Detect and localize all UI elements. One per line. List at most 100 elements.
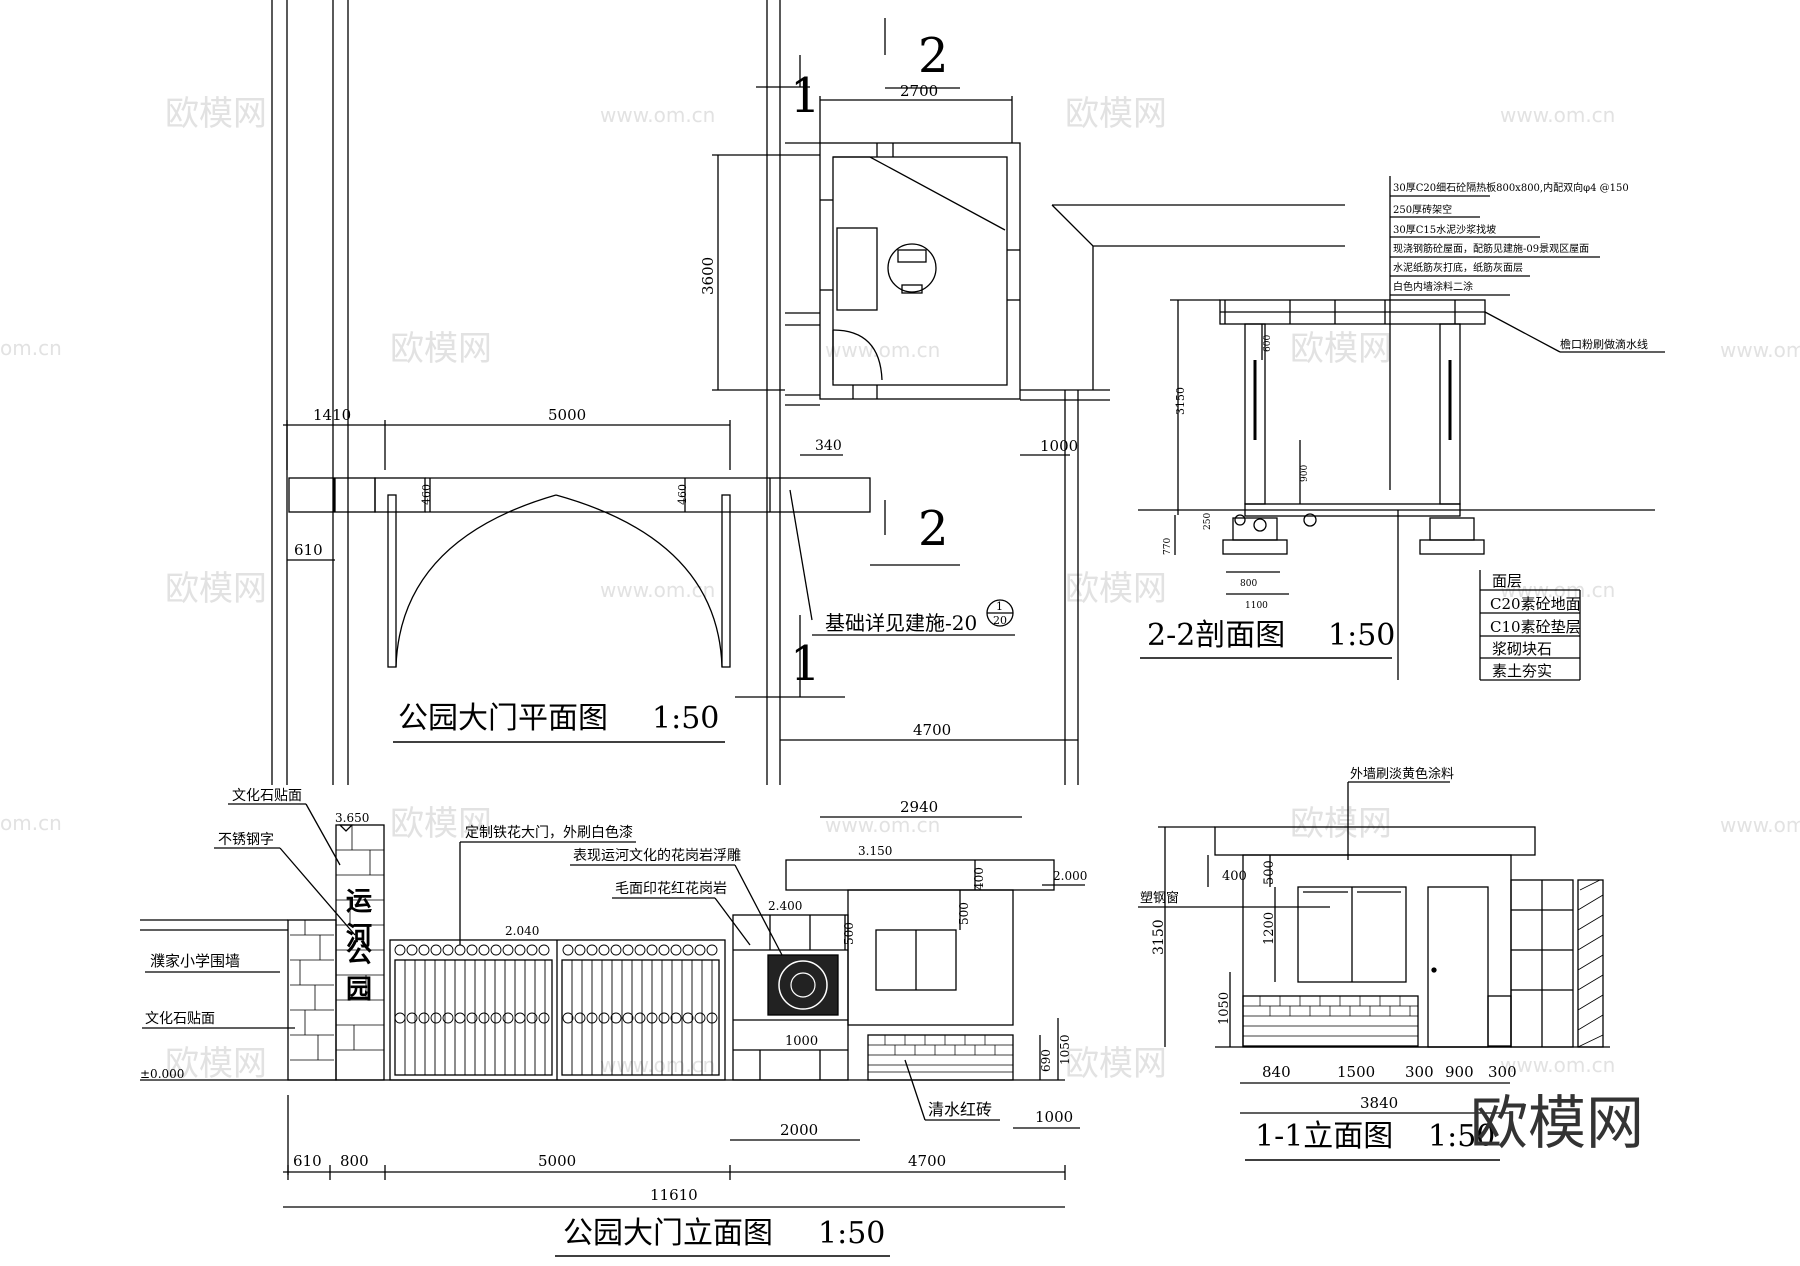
roof-layer: 白色内墙涂料二涂	[1393, 280, 1473, 293]
dim-gate-span: 5000	[548, 406, 586, 424]
watermark-url: om.cn	[0, 811, 62, 835]
detail-callout-top: 1	[996, 600, 1003, 613]
window-note: 塑钢窗	[1140, 890, 1179, 906]
elev-dim-total: 11610	[650, 1186, 698, 1204]
level-right: 2.000	[1053, 869, 1087, 883]
watermark-url: www.om.cn	[600, 578, 715, 602]
elev-dim-1000: 1000	[785, 1034, 818, 1049]
e11-dim-3150: 3150	[1151, 919, 1167, 955]
watermark-logo: 欧模网	[1065, 94, 1167, 134]
elev-dim-2000: 2000	[780, 1121, 818, 1139]
e11-dim-1200: 1200	[1262, 912, 1277, 945]
watermark-url: www.om.cn	[825, 338, 940, 362]
section-2-2: 3150 600 900 250 770 800 1100 30厚C20细石砼隔…	[1051, 176, 1665, 681]
elev-dim-5000: 5000	[538, 1152, 576, 1170]
section-mark-2: 2	[918, 501, 949, 557]
dim-total-4700: 4700	[913, 721, 951, 739]
e11-dim-400: 400	[1222, 869, 1247, 884]
watermark-url: www.om.cn	[1500, 1053, 1615, 1077]
e11-dim-840: 840	[1262, 1063, 1291, 1081]
sign-char: 运	[346, 887, 372, 917]
gate-plan: 2 2 1 1 2700 3600 1410 5000 610 460 460 …	[271, 0, 1110, 785]
paint-note: 外墙刷淡黄色涂料	[1350, 766, 1454, 782]
level-relief: 2.400	[768, 899, 802, 913]
e11-dim-300a: 300	[1405, 1063, 1434, 1081]
elevation-1-1: 外墙刷淡黄色涂料 塑钢窗 3150 400 500 1200 1050 840 …	[1138, 766, 1610, 1161]
level-roof: 3.150	[858, 844, 892, 858]
e11-dim-total: 3840	[1360, 1094, 1398, 1112]
watermark-logo: 欧模网	[1290, 329, 1392, 369]
section22-title: 2-2剖面图	[1147, 618, 1285, 653]
level-ground: ±0.000	[140, 1067, 184, 1081]
watermark-logo: 欧模网	[165, 94, 267, 134]
watermark-logo: 欧模网	[390, 329, 492, 369]
sec-dim-found: 770	[1163, 538, 1173, 555]
roof-layer: 30厚C15水泥沙浆找坡	[1393, 223, 1496, 236]
detail-callout-bottom: 20	[993, 614, 1007, 627]
dim-left-pier: 1410	[313, 406, 351, 424]
section-mark-1: 1	[790, 636, 821, 692]
label-culture-stone-top: 文化石贴面	[232, 788, 302, 804]
watermarks: 欧模网 www.om.cn 欧模网 www.om.cn om.cn 欧模网 ww…	[0, 94, 1800, 1084]
sign-char: 河	[346, 922, 372, 952]
elev-dim-2940: 2940	[900, 798, 938, 816]
watermark-logo: 欧模网	[1290, 804, 1392, 844]
sec-dim-f2: 1100	[1245, 601, 1268, 611]
watermark-url: www.om.cn	[1720, 338, 1800, 362]
gate-elevation: 运 河 公 园	[140, 788, 1087, 1257]
dim-guard-depth: 3600	[699, 257, 717, 295]
watermark-url: www.om.cn	[1720, 813, 1800, 837]
elev-dim-4700: 4700	[908, 1152, 946, 1170]
watermark-url: www.om.cn	[600, 1053, 715, 1077]
watermark-logo: 欧模网	[165, 1044, 267, 1084]
elevation-scale: 1:50	[818, 1216, 885, 1251]
dim-post-offset: 610	[294, 541, 323, 559]
section-mark-2: 2	[918, 28, 949, 84]
floor-layer: 浆砌块石	[1492, 640, 1552, 658]
e11-dim-500: 500	[1262, 860, 1277, 885]
roof-layer: 水泥纸筋灰打底，纸筋灰面层	[1393, 261, 1523, 274]
section-mark-1: 1	[790, 68, 821, 124]
roof-layer: 250厚砖架空	[1393, 203, 1452, 216]
sign-char: 园	[346, 975, 372, 1005]
elev-dim-610: 610	[293, 1152, 322, 1170]
e11-dim-900: 900	[1445, 1063, 1474, 1081]
sign-char: 公	[346, 939, 372, 969]
label-school-wall: 濮家小学围墙	[150, 952, 240, 970]
foundation-note: 基础详见建施-20	[825, 611, 977, 635]
label-granite: 毛面印花红花岗岩	[615, 881, 727, 897]
elev-dim-1000r: 1000	[1035, 1108, 1073, 1126]
label-red-brick: 清水红砖	[928, 1100, 992, 1119]
sec-dim-f1: 800	[1240, 579, 1257, 589]
elev-dim-400: 400	[972, 867, 986, 890]
watermark-url: www.om.cn	[1500, 103, 1615, 127]
section22-scale: 1:50	[1328, 618, 1395, 653]
level-gate: 2.040	[505, 924, 539, 938]
sec-dim-win-low: 900	[1300, 465, 1310, 482]
site-logo-watermark: 欧模网	[1470, 1089, 1644, 1157]
elev-dim-800: 800	[340, 1152, 369, 1170]
elev-dim-500a: 500	[842, 922, 856, 945]
roof-layer: 现浇钢筋砼屋面，配筋见建施-09景观区屋面	[1393, 242, 1589, 255]
elev-dim-500b: 500	[957, 902, 971, 925]
label-stainless-text: 不锈钢字	[218, 832, 274, 848]
sec-dim-win-top: 600	[1263, 335, 1273, 352]
label-culture-stone-bottom: 文化石贴面	[145, 1011, 215, 1027]
eave-note: 檐口粉刷做滴水线	[1560, 337, 1648, 351]
dim-right-1000: 1000	[1040, 437, 1078, 455]
watermark-logo: 欧模网	[390, 804, 492, 844]
watermark-logo: 欧模网	[1065, 1044, 1167, 1084]
elev-dim-690: 690	[1039, 1049, 1053, 1072]
watermark-url: www.om.cn	[600, 103, 715, 127]
dim-post-depth-left: 460	[420, 484, 433, 505]
floor-layer: C10素砼垫层	[1490, 618, 1581, 636]
plan-scale: 1:50	[652, 701, 719, 736]
plan-title: 公园大门平面图	[398, 701, 608, 736]
sec-dim-height: 3150	[1174, 387, 1187, 415]
watermark-logo: 欧模网	[165, 569, 267, 609]
floor-layer: 面层	[1492, 572, 1522, 590]
gate-rings	[394, 944, 718, 1024]
elev-dim-1050: 1050	[1058, 1034, 1072, 1065]
level-top: 3.650	[335, 811, 369, 825]
